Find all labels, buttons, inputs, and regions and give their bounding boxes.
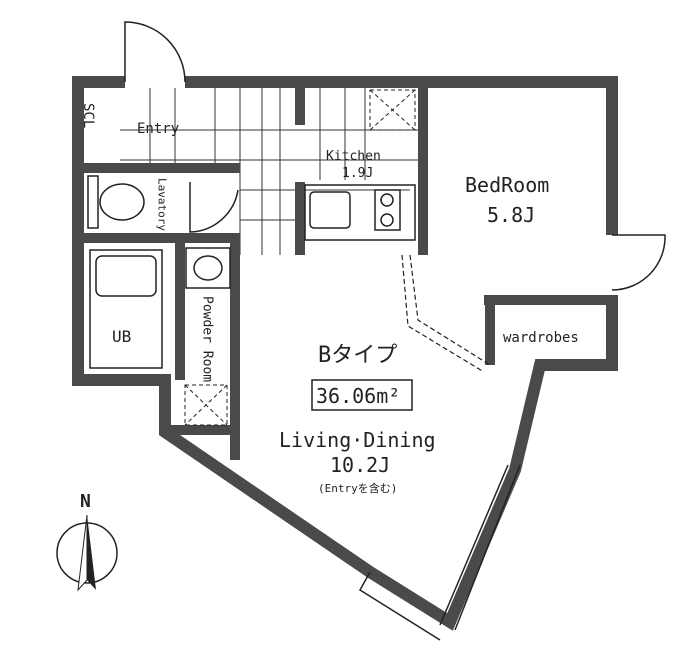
compass-needle-light: [77, 514, 88, 592]
living-note: (Entryを含む): [318, 481, 397, 495]
entry-door[interactable]: [124, 21, 186, 83]
kitchen-counter: [304, 184, 416, 241]
scl-label: SCL: [80, 103, 96, 128]
area-label: 36.06m²: [316, 384, 400, 408]
entry-door-gap: [125, 76, 185, 88]
wardrobes-label: wardrobes: [503, 330, 579, 346]
compass: N: [56, 491, 118, 592]
living-label: Living·Dining: [279, 428, 436, 452]
compass-north-label: N: [80, 491, 91, 512]
storage-x-marks: [184, 89, 416, 426]
living-size: 10.2J: [330, 453, 390, 477]
sliding-partition: [401, 254, 491, 373]
kitchen-size: 1.9J: [342, 166, 373, 181]
bedroom-door[interactable]: [611, 234, 666, 291]
sink: [185, 247, 231, 289]
interior-walls: [78, 88, 612, 460]
lavatory-door[interactable]: [189, 182, 239, 233]
bedroom-size: 5.8J: [487, 203, 535, 227]
entry-label: Entry: [137, 121, 179, 137]
lavatory-label: Lavatory: [156, 178, 169, 231]
bathtub: [89, 249, 163, 369]
area-box: [311, 379, 413, 411]
floor-tiles: [120, 88, 420, 255]
compass-needle-dark: [87, 515, 96, 590]
kitchen-label: Kitchen: [326, 149, 381, 164]
powder-room-label: Powder Room: [200, 296, 215, 382]
bedroom-window-gap: [606, 235, 618, 295]
bedroom-label: BedRoom: [465, 173, 549, 197]
toilet: [87, 175, 145, 229]
balcony: [358, 464, 521, 641]
type-label: Bタイプ: [318, 343, 397, 368]
ub-label: UB: [112, 327, 131, 346]
